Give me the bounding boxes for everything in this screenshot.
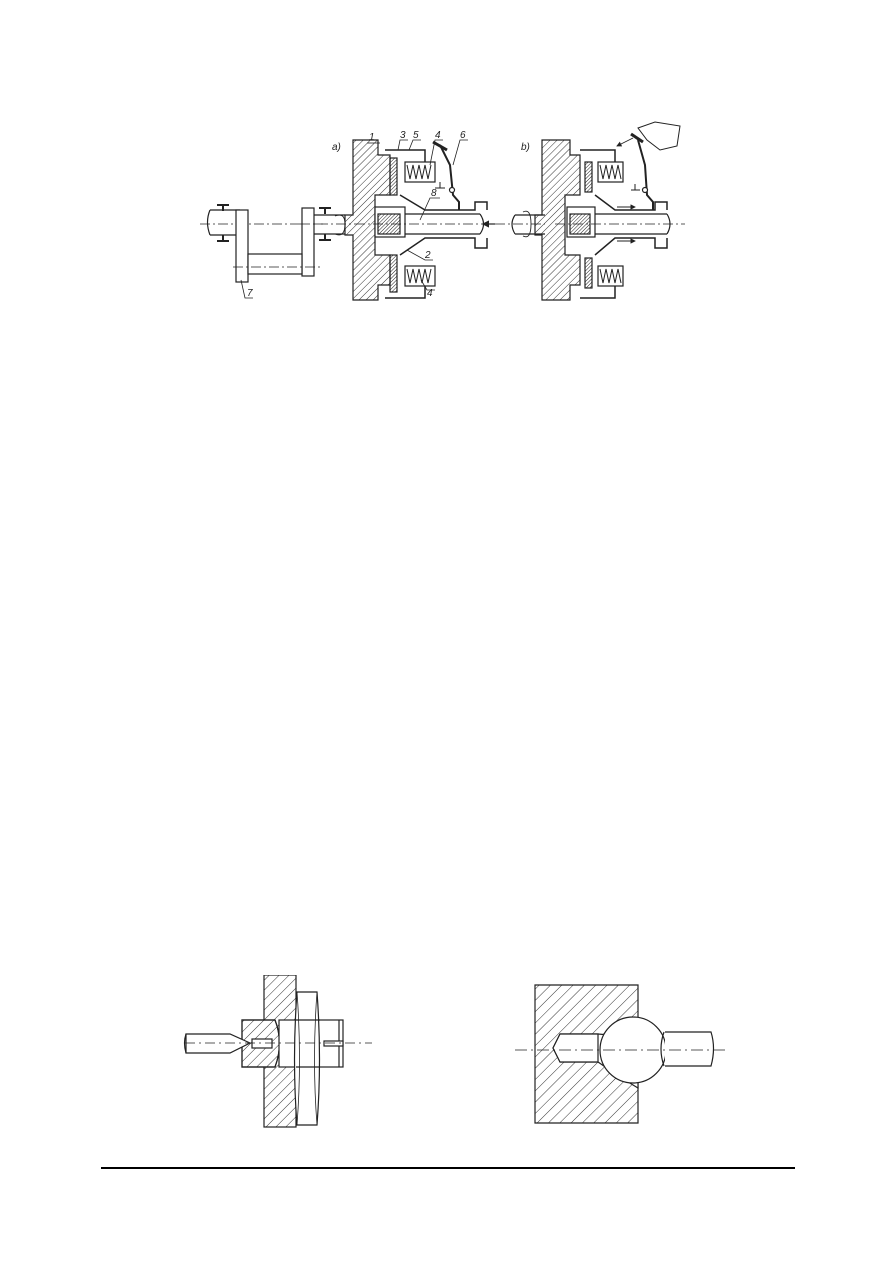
panel-b-label: b) (521, 142, 530, 153)
clutch-diagram: a) 1 3 5 4 6 8 2 4 7 (200, 121, 685, 301)
footer-divider (101, 1167, 795, 1169)
panel-a-label: a) (332, 142, 341, 153)
bushing-center-figure (180, 975, 380, 1130)
part-label-3: 3 (400, 130, 406, 141)
part-label-1: 1 (369, 132, 375, 143)
panel-a (200, 139, 495, 301)
part-label-7: 7 (247, 288, 253, 299)
part-label-2: 2 (424, 250, 431, 261)
bushing-center-diagram (183, 975, 372, 1128)
panel-a-labels: a) 1 3 5 4 6 8 2 4 7 (247, 130, 466, 299)
ball-pin-figure (510, 980, 740, 1130)
ball-pin-diagram (515, 984, 728, 1124)
part-label-4-bottom: 4 (427, 288, 433, 299)
part-label-4-top: 4 (435, 130, 441, 141)
part-label-8: 8 (431, 188, 437, 199)
panel-b (495, 121, 685, 301)
clutch-figure: a) 1 3 5 4 6 8 2 4 7 (195, 110, 705, 310)
part-label-5: 5 (413, 130, 419, 141)
part-label-6: 6 (460, 130, 466, 141)
